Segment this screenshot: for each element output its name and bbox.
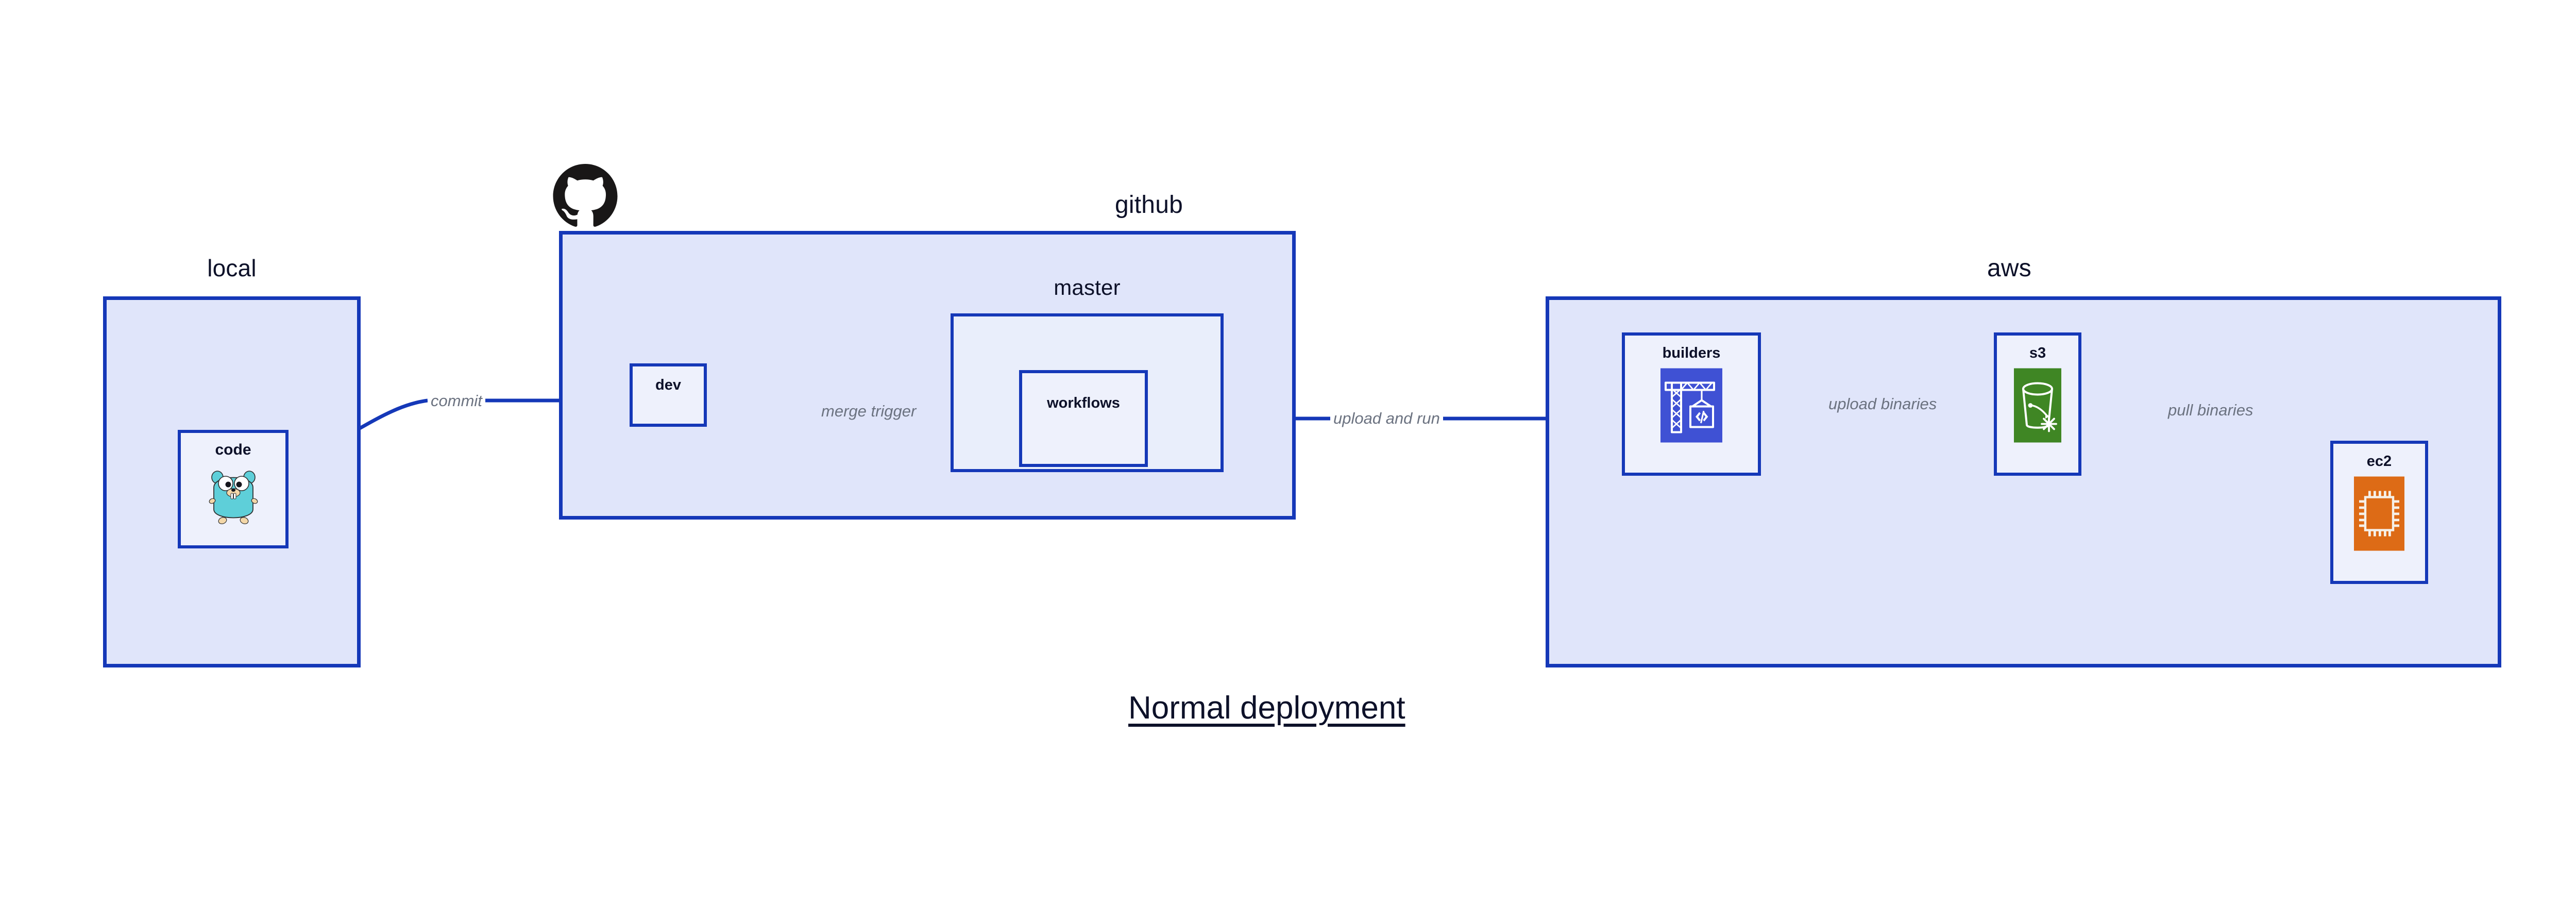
group-title-github: github xyxy=(1115,191,1183,219)
node-workflows[interactable]: workflows xyxy=(1019,370,1148,467)
edge-label-merge-trigger: merge trigger xyxy=(818,403,920,419)
github-octocat-logo xyxy=(552,164,618,231)
node-code-label: code xyxy=(215,441,251,458)
edge-label-upload-and-run: upload and run xyxy=(1330,410,1443,426)
group-title-master: master xyxy=(1054,275,1121,299)
edge-label-commit: commit xyxy=(428,393,485,409)
aws-codebuild-icon xyxy=(1660,368,1722,445)
edge-label-pull-binaries: pull binaries xyxy=(2165,402,2257,418)
group-title-aws: aws xyxy=(1987,255,2031,282)
node-s3-label: s3 xyxy=(2029,345,2046,361)
node-code[interactable]: code xyxy=(178,430,289,548)
node-ec2-label: ec2 xyxy=(2366,453,2392,470)
node-workflows-label: workflows xyxy=(1047,395,1120,411)
go-gopher-icon xyxy=(208,464,259,527)
aws-ec2-chip-icon xyxy=(2354,476,2404,554)
node-s3[interactable]: s3 xyxy=(1994,332,2081,476)
node-ec2[interactable]: ec2 xyxy=(2330,441,2428,584)
group-title-local: local xyxy=(207,255,257,281)
diagram-caption: Normal deployment xyxy=(1128,690,1405,726)
node-builders-label: builders xyxy=(1662,345,1721,361)
node-builders[interactable]: builders xyxy=(1622,332,1761,476)
edge-label-upload-binaries: upload binaries xyxy=(1825,396,1940,412)
node-dev-label: dev xyxy=(655,377,681,393)
node-dev[interactable]: dev xyxy=(630,363,707,427)
aws-s3-bucket-icon xyxy=(2014,368,2061,445)
